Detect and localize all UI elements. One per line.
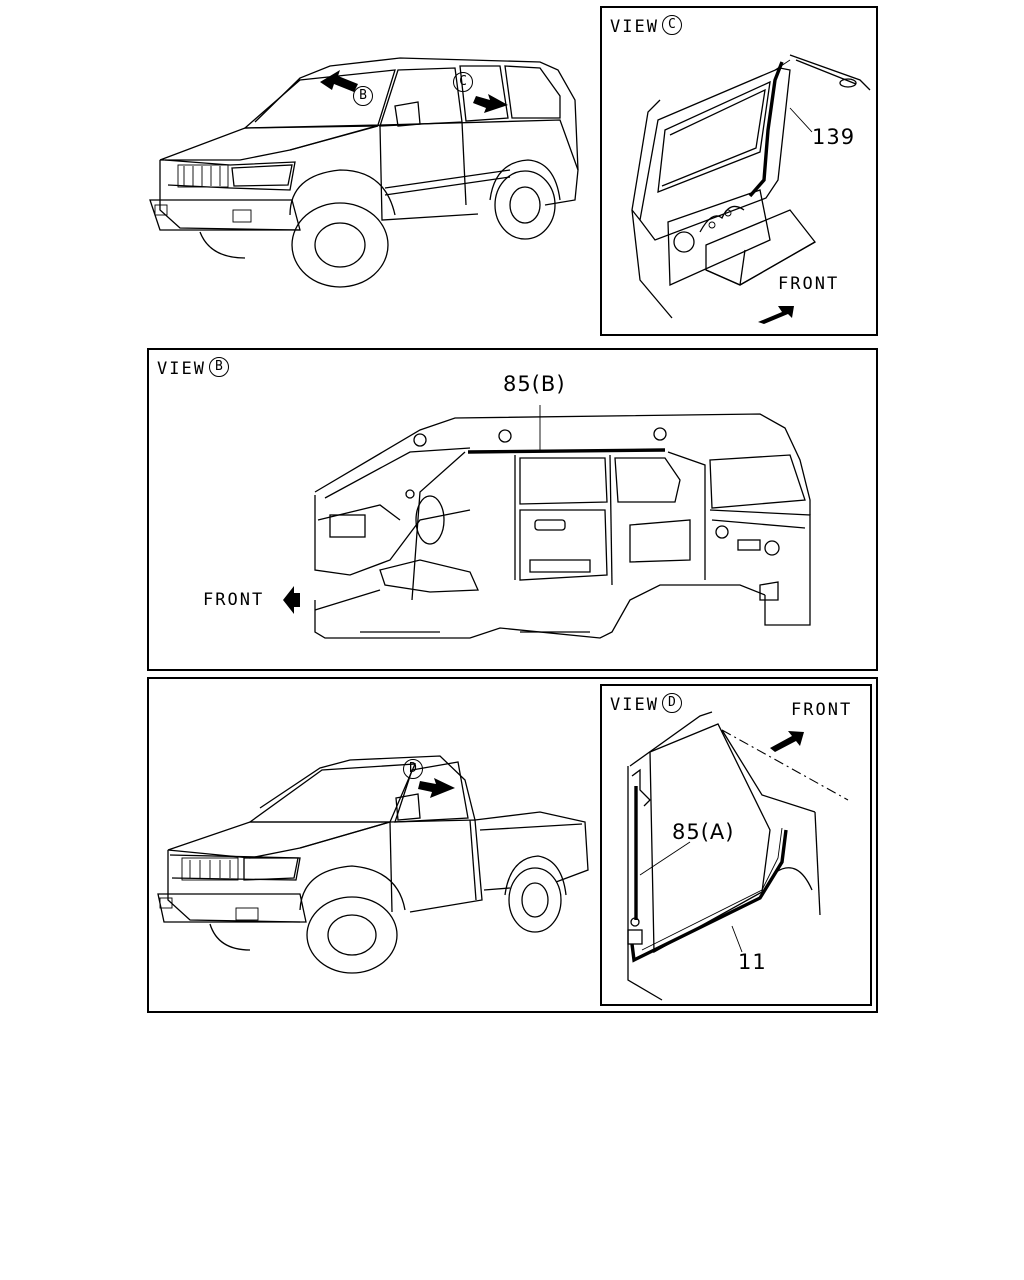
part-139: 139	[812, 125, 856, 149]
callout-c: C	[450, 72, 473, 94]
part-85a: 85(A)	[672, 820, 735, 844]
callout-d: D	[400, 759, 423, 781]
pickup-panel	[147, 677, 878, 1013]
view-c-front: FRONT	[778, 274, 840, 294]
part-11: 11	[738, 950, 767, 974]
view-b-panel	[147, 348, 878, 671]
view-d-front: FRONT	[791, 700, 853, 720]
view-b-front: FRONT	[203, 590, 265, 610]
view-d-panel	[600, 684, 872, 1006]
part-85b: 85(B)	[503, 372, 566, 396]
callout-b: B	[350, 86, 373, 108]
view-c-panel	[600, 6, 878, 336]
